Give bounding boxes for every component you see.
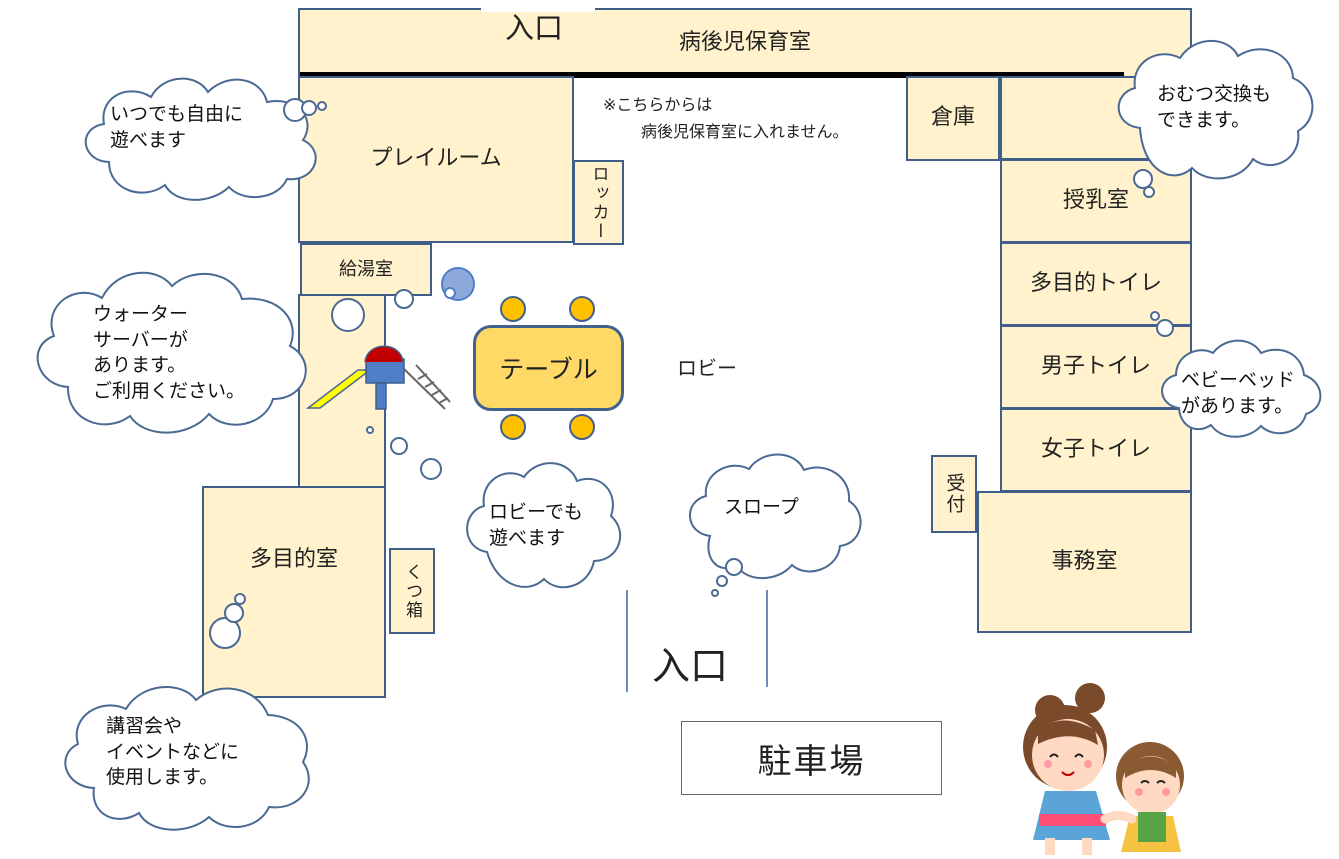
- events-bubble-shape: [64, 593, 310, 831]
- storage-room: 倉庫: [906, 76, 1000, 161]
- playroom-label: プレイルーム: [370, 146, 502, 172]
- slide-bubble-connectors: [366, 426, 442, 480]
- office-room: 事務室: [977, 491, 1192, 633]
- womens-toilet-label: 女子トイレ: [1040, 436, 1151, 462]
- hot-water-room: 給湯室: [300, 243, 432, 296]
- mens-toilet: 男子トイレ: [1000, 325, 1192, 409]
- sick-child-care-room: 病後児保育室: [298, 8, 1192, 76]
- locker-label: ロッカー: [588, 164, 609, 241]
- multipurpose-toilet-label: 多目的トイレ: [1029, 270, 1162, 296]
- baby-bed-bubble-text: ベビーベッド があります。: [1181, 369, 1296, 417]
- parking-lot: 駐車場: [681, 721, 942, 795]
- sick-child-care-room-label: 病後児保育室: [678, 29, 811, 55]
- storage-label: 倉庫: [930, 105, 975, 131]
- locker: ロッカー: [573, 160, 624, 245]
- nursing-room-label: 授乳室: [1062, 187, 1129, 213]
- parking-label: 駐車場: [757, 741, 866, 782]
- table-label: テーブル: [499, 355, 598, 384]
- nursing-room: 授乳室: [1000, 159, 1192, 243]
- diaper-bubble-shape: [1117, 39, 1314, 198]
- reception-label: 受付: [943, 473, 966, 515]
- slope-bubble-text: スロープ: [724, 496, 799, 518]
- playroom: プレイルーム: [298, 76, 574, 243]
- divider-wall: [300, 72, 1124, 78]
- note-line-2: 病後児保育室に入れません。: [641, 122, 849, 141]
- chair: [500, 414, 526, 440]
- water-bubble-text: ウォーター サーバーが あります。 ご利用ください。: [93, 303, 246, 402]
- baby-bed-bubble-shape: [1150, 311, 1322, 438]
- note-line-1: ※こちらからは: [603, 95, 713, 114]
- entrance-left-line: [626, 590, 628, 692]
- hot-water-room-label: 給湯室: [339, 258, 393, 280]
- lobby-label: ロビー: [677, 356, 737, 380]
- mens-toilet-label: 男子トイレ: [1040, 353, 1151, 379]
- lobby-play-bubble-shape: [466, 462, 622, 589]
- entrance-right-line: [766, 590, 768, 687]
- playroom-bubble-text: いつでも自由に 遊べます: [110, 103, 244, 151]
- playroom-bubble-shape: [84, 77, 327, 201]
- multipurpose-room: 多目的室: [202, 486, 386, 698]
- top-entrance-label: 入口: [505, 11, 564, 45]
- water-server-icon: [441, 267, 475, 301]
- lobby-play-bubble-text: ロビーでも 遊べます: [489, 501, 583, 549]
- main-entrance-label: 入口: [652, 644, 729, 688]
- diaper-bubble-text: おむつ交換も できます。: [1157, 83, 1272, 131]
- slope-bubble-shape: [688, 453, 862, 597]
- water-bubble-shape: [36, 271, 414, 434]
- reception: 受付: [931, 455, 977, 533]
- womens-toilet: 女子トイレ: [1000, 408, 1192, 492]
- shoe-box: くつ箱: [389, 548, 435, 634]
- office-label: 事務室: [1051, 548, 1118, 574]
- events-bubble-text: 講習会や イベントなどに 使用します。: [106, 715, 240, 789]
- chair: [569, 414, 595, 440]
- chair: [569, 296, 595, 322]
- shoe-box-label: くつ箱: [402, 562, 423, 620]
- multipurpose-room-label: 多目的室: [249, 547, 338, 572]
- slide-icon: [305, 345, 451, 410]
- children-illustration: [1023, 683, 1184, 855]
- chair: [500, 296, 526, 322]
- top-entrance-gap: [481, 6, 595, 12]
- multipurpose-toilet: 多目的トイレ: [1000, 242, 1192, 326]
- table: テーブル: [473, 325, 624, 411]
